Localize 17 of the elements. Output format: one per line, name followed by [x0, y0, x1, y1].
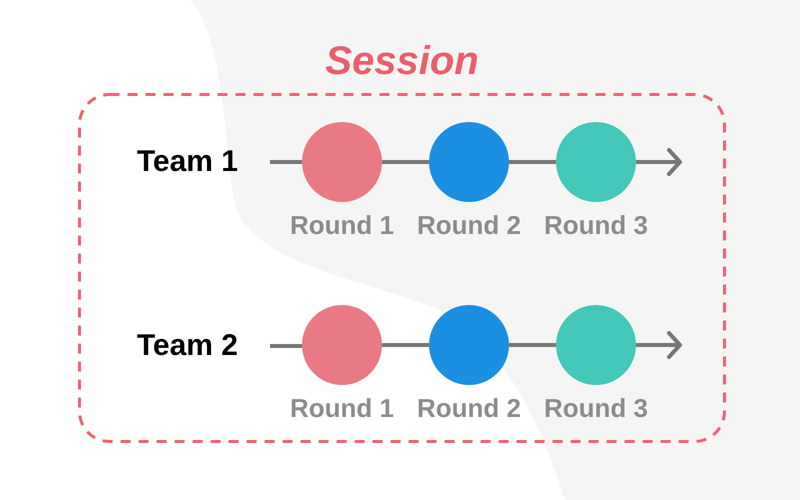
round-label: Round 1 [290, 395, 394, 421]
frame-title: Session [325, 41, 479, 81]
round-label: Round 3 [544, 395, 648, 421]
round-label: Round 2 [417, 395, 521, 421]
round-label: Round 3 [544, 212, 648, 238]
connector-line [382, 343, 429, 347]
connector-line [382, 160, 429, 164]
connector-line [509, 343, 556, 347]
arrow [636, 331, 682, 359]
round-label: Round 2 [417, 212, 521, 238]
team-label: Team 2 [136, 331, 238, 361]
round-label: Round 1 [290, 212, 394, 238]
arrow [636, 148, 682, 176]
connector-line [509, 160, 556, 164]
connector-line [270, 344, 302, 348]
connector-line [270, 160, 302, 164]
team-label: Team 1 [136, 147, 238, 177]
